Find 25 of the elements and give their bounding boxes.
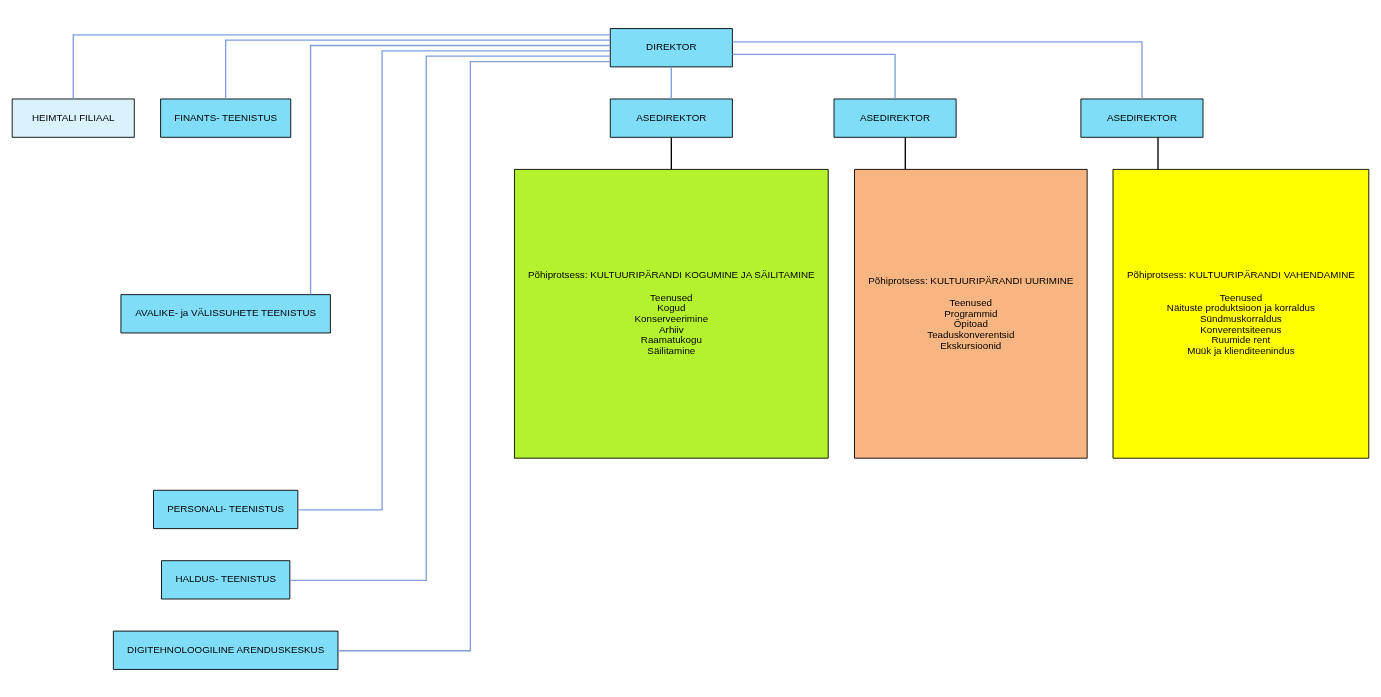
connector — [731, 40, 1143, 100]
connector — [309, 44, 611, 295]
connector — [72, 33, 611, 99]
node-box: ASEDIREKTOR — [609, 98, 733, 138]
node-box: Põhiprotsess: KULTUURIPÄRANDI KOGUMINE JA SÄILITAMINE Teenused Kogud Konserveerimine Arhiiv Raamatukogu Säilitamine — [514, 168, 829, 459]
node-box: DIREKTOR — [609, 27, 733, 67]
connector — [289, 55, 611, 581]
connector — [337, 60, 611, 651]
connector — [225, 39, 611, 100]
connector — [731, 53, 896, 99]
connector — [297, 49, 611, 511]
node-box: FINANTS- TEENISTUS — [160, 98, 292, 138]
connector — [904, 136, 906, 170]
node-box: HEIMTALI FILIAAL — [11, 98, 135, 138]
node-box: Põhiprotsess: KULTUURIPÄRANDI UURIMINE Teenused Programmid Õpitoad Teaduskonverentsid Ekskursioonid — [854, 168, 1088, 459]
node-box: AVALIKE- ja VÄLISSUHETE TEENISTUS — [120, 293, 331, 333]
node-box: ASEDIREKTOR — [1080, 98, 1204, 138]
connector — [670, 136, 672, 170]
node-box: PERSONALI- TEENISTUS — [153, 489, 299, 529]
node-box: DIGITEHNOLOOGILINE ARENDUSKESKUS — [112, 630, 339, 670]
connector — [1157, 136, 1159, 170]
node-box: Põhiprotsess: KULTUURIPÄRANDI VAHENDAMINE Teenused Näituste produktsioon ja korraldus Sündmuskorraldus Konverentsiteenus Ruumide rent Müük ja klienditeenindus — [1112, 168, 1370, 459]
node-box: ASEDIREKTOR — [833, 98, 957, 138]
connector — [670, 65, 672, 100]
node-box: HALDUS- TEENISTUS — [161, 559, 291, 599]
